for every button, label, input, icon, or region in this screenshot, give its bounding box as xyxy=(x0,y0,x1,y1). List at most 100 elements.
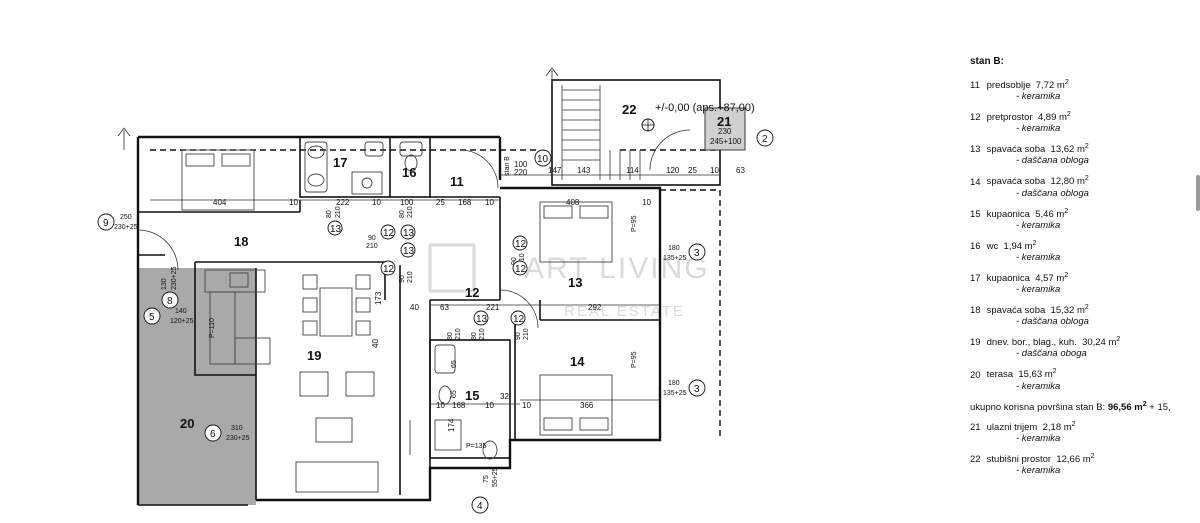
window-mark: 3 xyxy=(694,248,700,259)
dim-text: 366 xyxy=(580,401,594,410)
door-mark: 12 xyxy=(383,264,395,275)
legend-item-finish: - daščana obloga xyxy=(1016,316,1089,328)
legend-item-sup: 2 xyxy=(1116,336,1121,344)
door-mark: 12 xyxy=(513,314,525,325)
legend-item-name: spavaća soba xyxy=(986,176,1046,188)
legend-item-area: 12,80 m xyxy=(1050,176,1085,188)
dim-text: 10 xyxy=(485,401,494,410)
legend-item-name: predsoblje xyxy=(986,80,1031,92)
window-dim: 180 xyxy=(668,380,680,387)
dim-text: 10 xyxy=(372,198,381,207)
room-label-12: 12 xyxy=(465,285,479,300)
legend-item: 17 kupaonica 4,57 m2 xyxy=(970,270,1200,284)
legend-total-rest: + 15, xyxy=(1149,401,1171,413)
legend-item-finish: - keramika xyxy=(1016,123,1061,135)
legend-item-name: spavaća soba xyxy=(986,144,1046,156)
legend-item-area: 1,94 m xyxy=(1003,240,1033,252)
legend-item-area: 13,62 m xyxy=(1050,144,1085,156)
dim-text: 10 xyxy=(289,198,298,207)
elevation-label: +/-0,00 (aps.+87,00) xyxy=(655,102,755,114)
dim-text: 230 xyxy=(718,127,732,136)
legend-item-name: spavaća soba xyxy=(986,305,1046,317)
legend-item-area: 15,32 m xyxy=(1050,305,1085,317)
window-dim: 230+25 xyxy=(114,224,138,231)
window-dim: 250 xyxy=(120,214,132,221)
legend-item-area: 5,46 m xyxy=(1035,208,1065,220)
legend-item-number: 11 xyxy=(970,80,980,92)
room-label-17: 17 xyxy=(333,155,347,170)
legend-item-area: 15,63 m xyxy=(1018,369,1053,381)
dim-text: 220 xyxy=(514,168,528,177)
scrollbar[interactable] xyxy=(1196,175,1200,211)
legend-item-number: 14 xyxy=(970,176,981,188)
door-dim: 210 xyxy=(455,328,462,340)
legend-item: 15 kupaonica 5,46 m2 xyxy=(970,206,1200,220)
window-dim: 135+25 xyxy=(663,390,687,397)
door-mark: 10 xyxy=(537,154,549,165)
legend-total-value: 96,56 m xyxy=(1107,401,1143,413)
legend-item-area: 4,57 m xyxy=(1035,273,1065,285)
room-label-13: 13 xyxy=(568,275,582,290)
legend-item: 16 wc 1,94 m2 xyxy=(970,238,1200,252)
window-dim: 120+25 xyxy=(170,318,194,325)
door-mark: 12 xyxy=(515,239,527,250)
bed-13 xyxy=(539,201,613,263)
window-dim: P=110 xyxy=(209,318,216,338)
door-dim: 80 xyxy=(447,332,454,340)
legend-item: 13 spavaća soba 13,62 m2 xyxy=(970,141,1200,155)
door-dim: 80 xyxy=(326,210,333,218)
bed-14 xyxy=(539,374,613,436)
window-mark: 4 xyxy=(477,501,483,512)
legend-total-label: ukupno korisna površina stan B: xyxy=(970,401,1106,413)
door-dim: 210 xyxy=(335,206,342,218)
legend-item: 19 dnev. bor., blag., kuh. 30,24 m2 xyxy=(970,334,1200,348)
legend-item-finish: - daščana oboga xyxy=(1016,348,1087,360)
window-dim: 130 xyxy=(161,278,168,290)
dim-text: 10 xyxy=(436,401,445,410)
room-label-22: 22 xyxy=(622,102,636,117)
legend-item: 18 spavaća soba 15,32 m2 xyxy=(970,302,1200,316)
legend-item-number: 12 xyxy=(970,112,981,124)
door-dim: 90 xyxy=(399,275,406,283)
window-mark: 2 xyxy=(762,134,768,145)
legend-item-sup: 2 xyxy=(1090,452,1095,460)
window-mark: 6 xyxy=(210,429,216,440)
floor-plan: ART LIVING REAL ESTATE xyxy=(97,67,774,514)
legend-item-sup: 2 xyxy=(1052,368,1057,376)
dim-text: 120 xyxy=(666,166,680,175)
door-mark: 12 xyxy=(383,228,395,239)
watermark-sub: REAL ESTATE xyxy=(564,303,685,320)
dim-text: 221 xyxy=(486,303,500,312)
door-dim: 210 xyxy=(519,253,526,265)
door-dim: 90 xyxy=(511,257,518,265)
dim-text: 404 xyxy=(213,198,227,207)
legend-item-name: kupaonica xyxy=(986,273,1030,285)
dim-text: 100 xyxy=(514,160,528,169)
legend-item-number: 16 xyxy=(970,240,981,252)
door-dim: stan B xyxy=(504,156,511,176)
window-mark: 9 xyxy=(103,218,109,229)
bed-18 xyxy=(181,149,255,211)
window-dim: P=135 xyxy=(466,443,487,450)
legend-item: 21 ulazni trijem 2,18 m2 xyxy=(970,419,1200,433)
legend-item: 11 predsoblje 7,72 m2 xyxy=(970,77,1200,91)
window-dim: 180 xyxy=(668,245,680,252)
legend-item-sup: 2 xyxy=(1084,143,1089,151)
window-dim: 230+25 xyxy=(226,435,250,442)
door-dim: 90 xyxy=(368,235,376,242)
legend-item: 20 terasa 15,63 m2 xyxy=(970,366,1200,380)
legend-item-sup: 2 xyxy=(1064,79,1069,86)
door-dim: 90 xyxy=(515,332,522,340)
watermark-logo: ART LIVING REAL ESTATE xyxy=(428,243,708,320)
dim-text: 40 xyxy=(371,339,380,348)
dim-text: 143 xyxy=(577,166,591,175)
room-label-16: 16 xyxy=(402,165,416,180)
dim-text: 25 xyxy=(688,166,697,175)
window-dim: 310 xyxy=(231,425,243,432)
legend-item-name: wc xyxy=(986,240,999,252)
room-label-19: 19 xyxy=(307,348,321,363)
door-dim: 80 xyxy=(471,332,478,340)
dim-text: 10 xyxy=(642,198,651,207)
